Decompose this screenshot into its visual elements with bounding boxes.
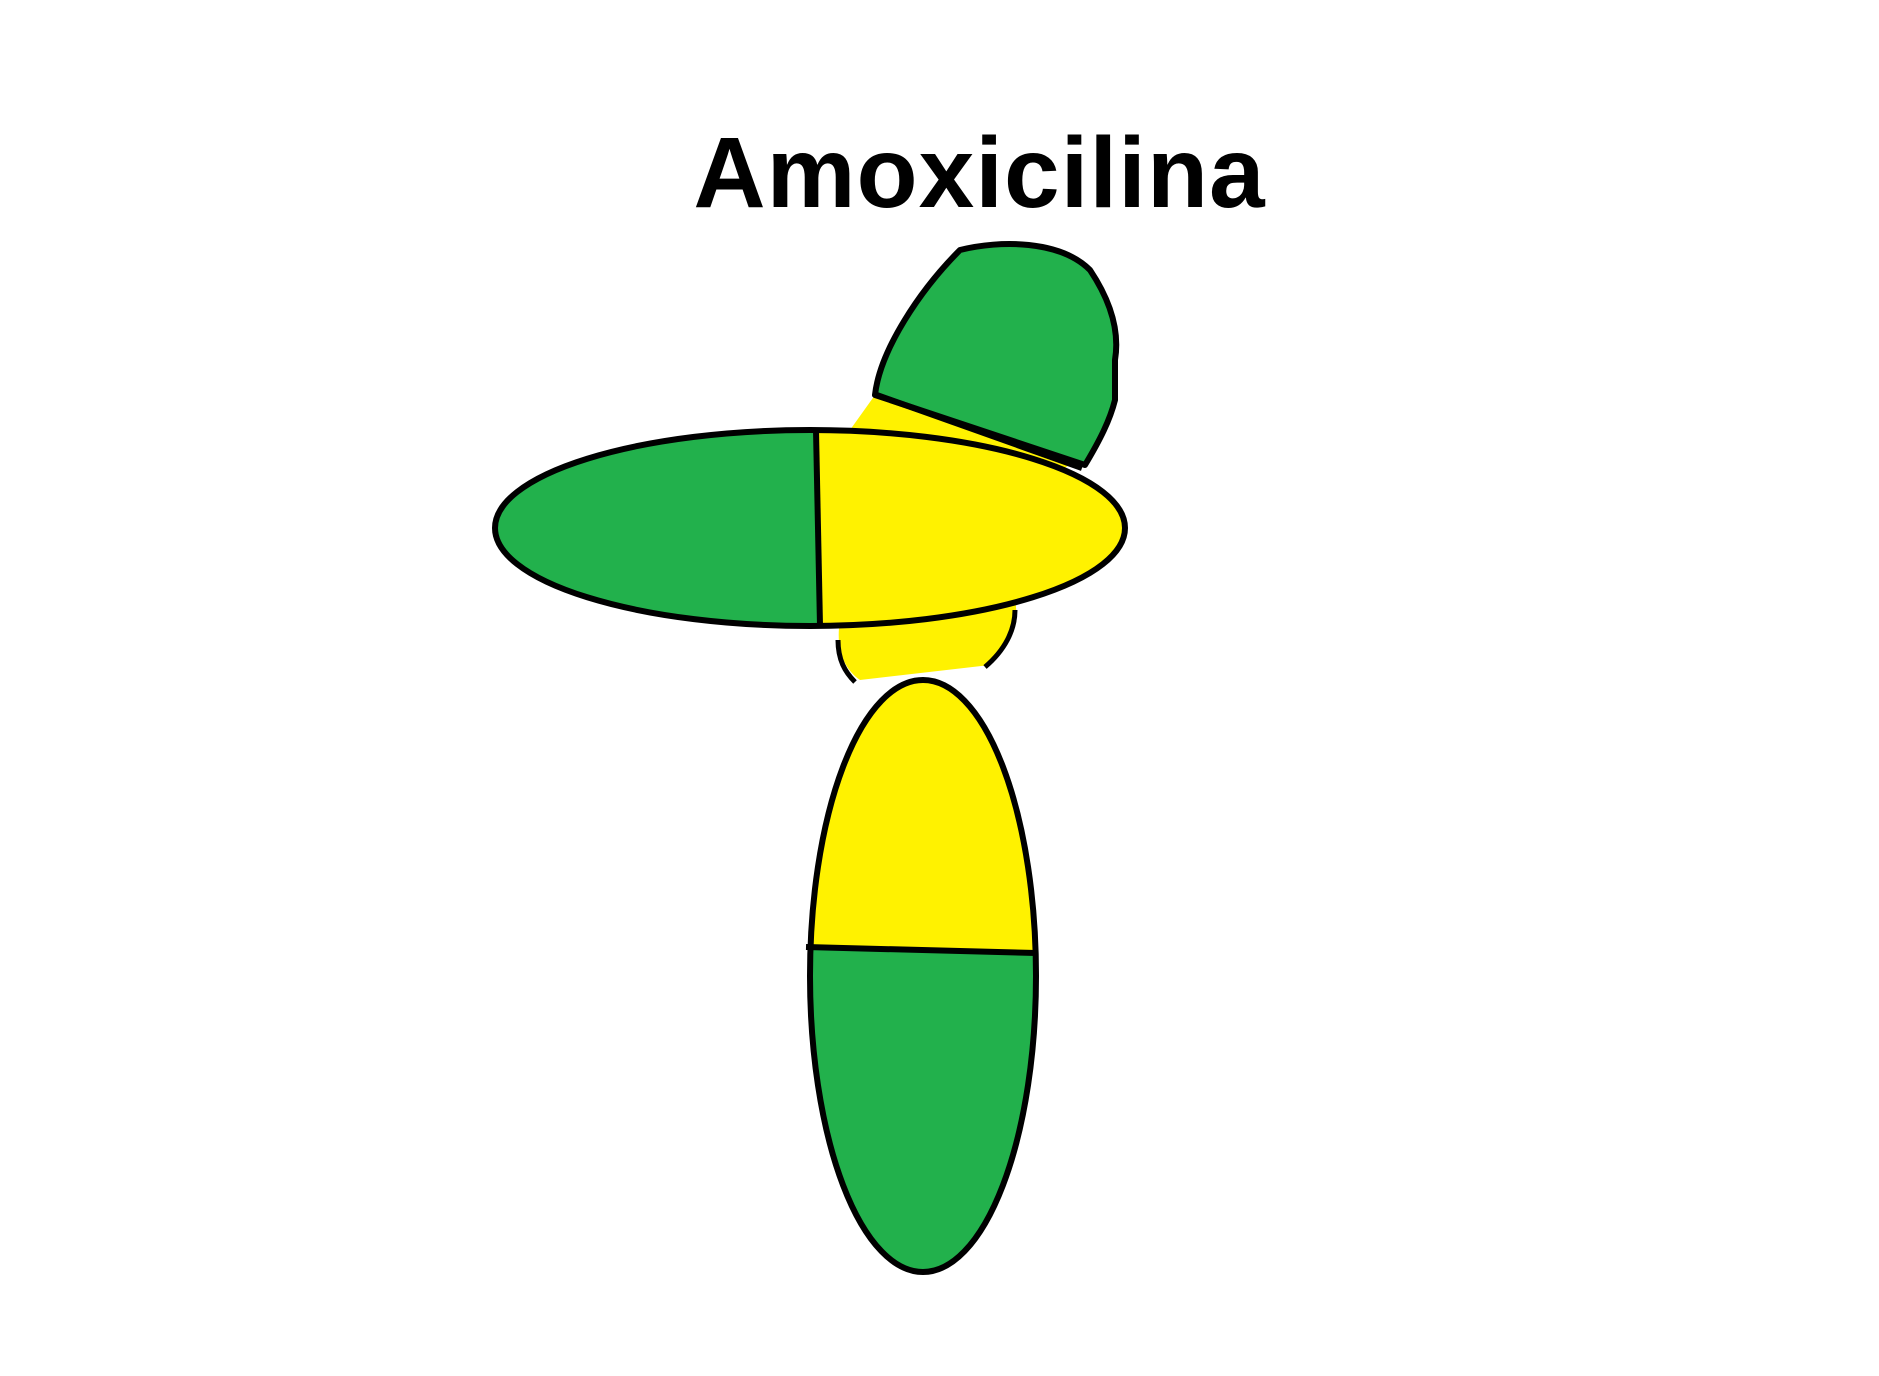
top-capsule-divider xyxy=(872,391,1084,471)
page-title: Amoxicilina xyxy=(693,117,1266,229)
yellow-filler-edge-left xyxy=(835,639,857,684)
vertical-capsule-divider xyxy=(805,944,1037,956)
vertical-capsule-green-half xyxy=(810,947,1036,1272)
top-capsule-yellow-half xyxy=(850,395,1080,470)
top-capsule xyxy=(850,241,1120,471)
vertical-capsule-yellow-half xyxy=(810,680,1036,953)
yellow-filler-edge-right xyxy=(983,609,1018,669)
horizontal-capsule-divider xyxy=(813,429,823,627)
horizontal-capsule-green-half xyxy=(495,430,820,626)
vertical-capsule xyxy=(805,677,1039,1275)
horizontal-capsule-outline xyxy=(492,427,1128,629)
top-capsule-green-half xyxy=(872,241,1120,468)
vertical-capsule-outline xyxy=(807,677,1039,1275)
